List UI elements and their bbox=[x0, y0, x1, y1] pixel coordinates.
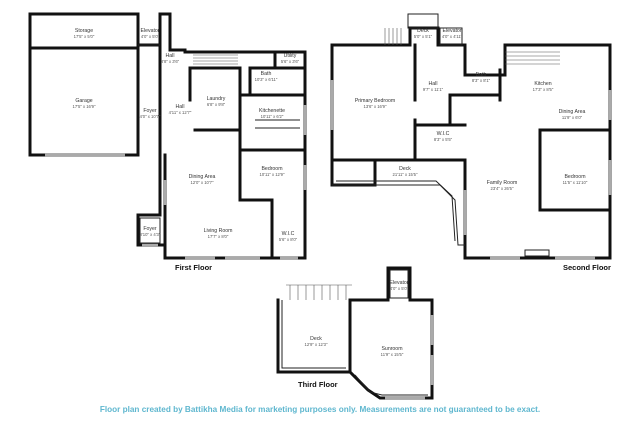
ff-kitchenette-name: Kitchenette bbox=[259, 108, 285, 114]
second-floor-plan bbox=[330, 13, 612, 260]
ff-garage-dims: 17'5" x 16'9" bbox=[73, 104, 96, 109]
ff-bedroom-name: Bedroom bbox=[261, 166, 282, 172]
ff-bath-name: Bath bbox=[261, 71, 272, 77]
tf-deck-dims: 12'9" x 12'3" bbox=[305, 342, 328, 347]
tf-elevator-dims: 4'0" x 5'0" bbox=[390, 286, 409, 291]
ff-foyer-upper-name: Foyer bbox=[143, 108, 157, 114]
second-floor-label: Second Floor bbox=[563, 263, 611, 272]
sf-elevator-dims: 4'0" x 4'11" bbox=[442, 34, 463, 39]
tf-deck-name: Deck bbox=[310, 336, 322, 342]
ff-hall-upper-dims: 8'8" x 3'6" bbox=[161, 59, 180, 64]
sf-hall-dims: 9'7" x 11'1" bbox=[423, 87, 444, 92]
third-floor-labels: Elevator 4'0" x 5'0" Deck 12'9" x 12'3" … bbox=[298, 280, 409, 389]
ff-hall-upper-name: Hall bbox=[166, 53, 175, 59]
sf-kitchen-dims: 17'3" x 8'5" bbox=[533, 87, 554, 92]
sf-deck-dims: 5'0" x 5'1" bbox=[414, 34, 433, 39]
sf-kitchen-name: Kitchen bbox=[534, 81, 551, 87]
ff-storage-name: Storage bbox=[75, 28, 93, 34]
ff-kitchenette-dims: 10'11" x 6'2" bbox=[261, 114, 284, 119]
ff-utility-name: Utility bbox=[284, 53, 297, 59]
first-floor-plan bbox=[28, 12, 307, 260]
tf-sunroom-dims: 11'9" x 15'5" bbox=[381, 352, 404, 357]
ff-bath-dims: 10'3" x 6'11" bbox=[255, 77, 278, 82]
tf-sunroom-name: Sunroom bbox=[381, 346, 402, 352]
ff-laundry-dims: 6'8" x 9'8" bbox=[207, 102, 226, 107]
first-floor-labels: Storage 17'5" x 5'0" Elevator 4'0" x 5'0… bbox=[73, 28, 300, 272]
sf-bedroom-name: Bedroom bbox=[564, 174, 585, 180]
ff-wic-name: W.I.C bbox=[282, 231, 295, 237]
sf-dining-name: Dining Area bbox=[559, 109, 586, 115]
ff-dining-name: Dining Area bbox=[189, 174, 216, 180]
sf-big-deck-dims: 21'11" x 15'5" bbox=[393, 172, 418, 177]
ff-storage-dims: 17'5" x 5'0" bbox=[74, 34, 95, 39]
third-floor-label: Third Floor bbox=[298, 380, 338, 389]
ff-living-name: Living Room bbox=[204, 228, 233, 234]
sf-wic-name: W.I.C bbox=[437, 131, 450, 137]
ff-hall-dims: 4'11" x 12'7" bbox=[169, 110, 192, 115]
tf-elevator-name: Elevator bbox=[389, 280, 408, 286]
sf-deck-name: Deck bbox=[417, 28, 429, 34]
ff-elevator-dims: 4'0" x 5'0" bbox=[141, 34, 160, 39]
ff-garage-name: Garage bbox=[75, 98, 92, 104]
sf-bath-dims: 8'3" x 8'1" bbox=[472, 78, 491, 83]
disclaimer-text: Floor plan created by Battikha Media for… bbox=[99, 405, 541, 414]
sf-primary-bedroom-name: Primary Bedroom bbox=[355, 98, 395, 104]
ff-foyer-lower-dims: 3'10" x 4'3" bbox=[140, 232, 161, 237]
sf-hall-name: Hall bbox=[429, 81, 438, 87]
ff-bedroom-dims: 10'11" x 12'9" bbox=[260, 172, 285, 177]
third-floor-plan bbox=[276, 266, 434, 400]
first-floor-label: First Floor bbox=[175, 263, 212, 272]
ff-dining-dims: 12'0" x 10'7" bbox=[191, 180, 214, 185]
second-floor-labels: Deck 5'0" x 5'1" Elevator 4'0" x 4'11" P… bbox=[355, 28, 611, 272]
sf-wic-dims: 8'3" x 5'5" bbox=[434, 137, 453, 142]
sf-bedroom-dims: 11'5" x 11'10" bbox=[563, 180, 588, 185]
ff-laundry-name: Laundry bbox=[207, 96, 226, 102]
ff-wic-dims: 5'6" x 8'0" bbox=[279, 237, 298, 242]
sf-primary-bedroom-dims: 13'6" x 16'9" bbox=[364, 104, 387, 109]
sf-dining-dims: 11'9" x 6'0" bbox=[562, 115, 583, 120]
sf-family-room-name: Family Room bbox=[487, 180, 518, 186]
sf-big-deck-name: Deck bbox=[399, 166, 411, 172]
ff-living-dims: 17'7" x 8'0" bbox=[208, 234, 229, 239]
sf-elevator-name: Elevator bbox=[442, 28, 461, 34]
sf-family-room-dims: 23'4" x 26'5" bbox=[491, 186, 514, 191]
ff-foyer-lower-name: Foyer bbox=[143, 226, 157, 232]
sf-bath-name: Bath bbox=[476, 72, 487, 78]
ff-foyer-upper-dims: 4'0" x 10'7" bbox=[140, 114, 161, 119]
ff-hall-name: Hall bbox=[176, 104, 185, 110]
ff-elevator-name: Elevator bbox=[140, 28, 159, 34]
ff-utility-dims: 5'6" x 3'6" bbox=[281, 59, 300, 64]
